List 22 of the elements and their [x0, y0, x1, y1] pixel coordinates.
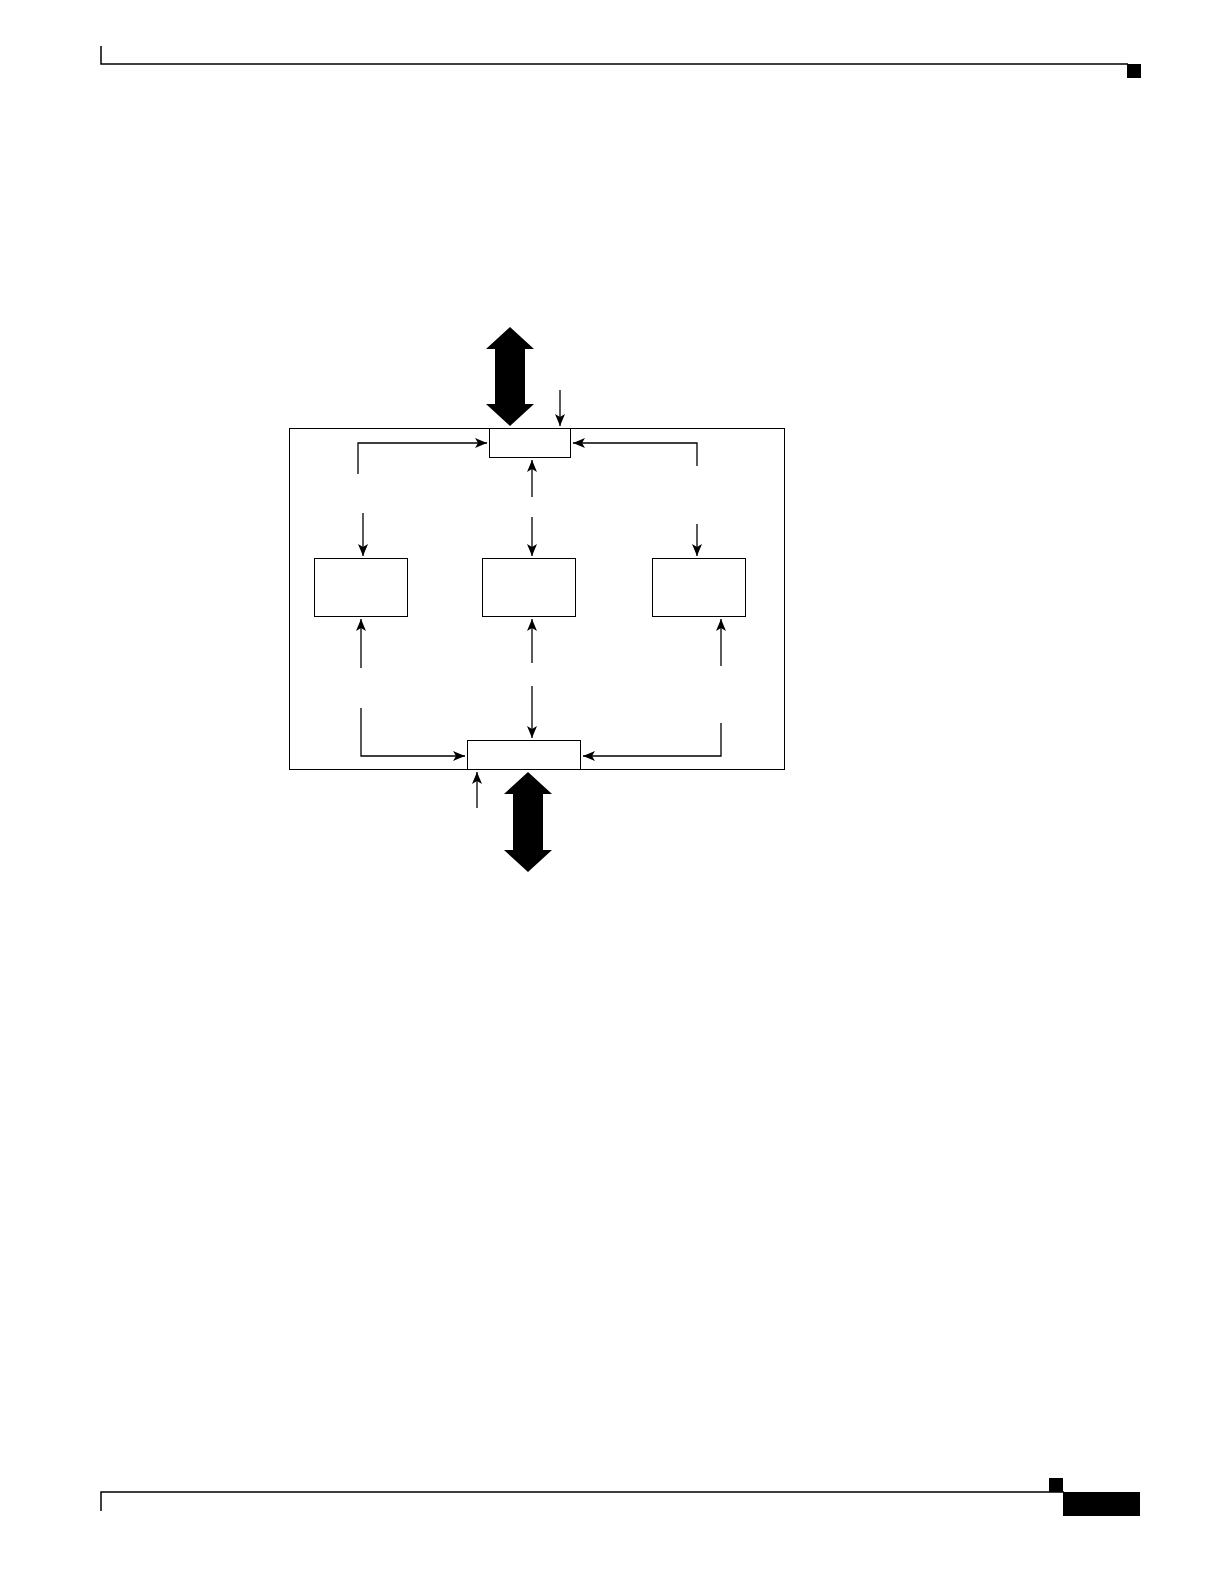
thick-double-arrow	[486, 327, 534, 426]
arrow	[356, 618, 366, 669]
process-box	[481, 557, 576, 617]
arrow	[716, 618, 726, 667]
arrow	[527, 618, 537, 664]
arrow	[472, 771, 482, 809]
arrow	[582, 722, 722, 761]
process-box	[313, 557, 408, 617]
arrow	[357, 438, 488, 475]
arrow	[360, 707, 466, 761]
process-box	[466, 739, 581, 770]
arrow	[555, 389, 565, 427]
thick-double-arrow	[504, 772, 552, 872]
arrow	[527, 459, 537, 498]
arrow	[527, 685, 537, 739]
arrow	[572, 438, 698, 467]
process-box	[289, 428, 785, 770]
arrow	[692, 523, 702, 557]
process-box	[488, 427, 571, 458]
arrow	[358, 512, 368, 557]
process-box	[651, 557, 746, 617]
arrow	[527, 516, 537, 557]
